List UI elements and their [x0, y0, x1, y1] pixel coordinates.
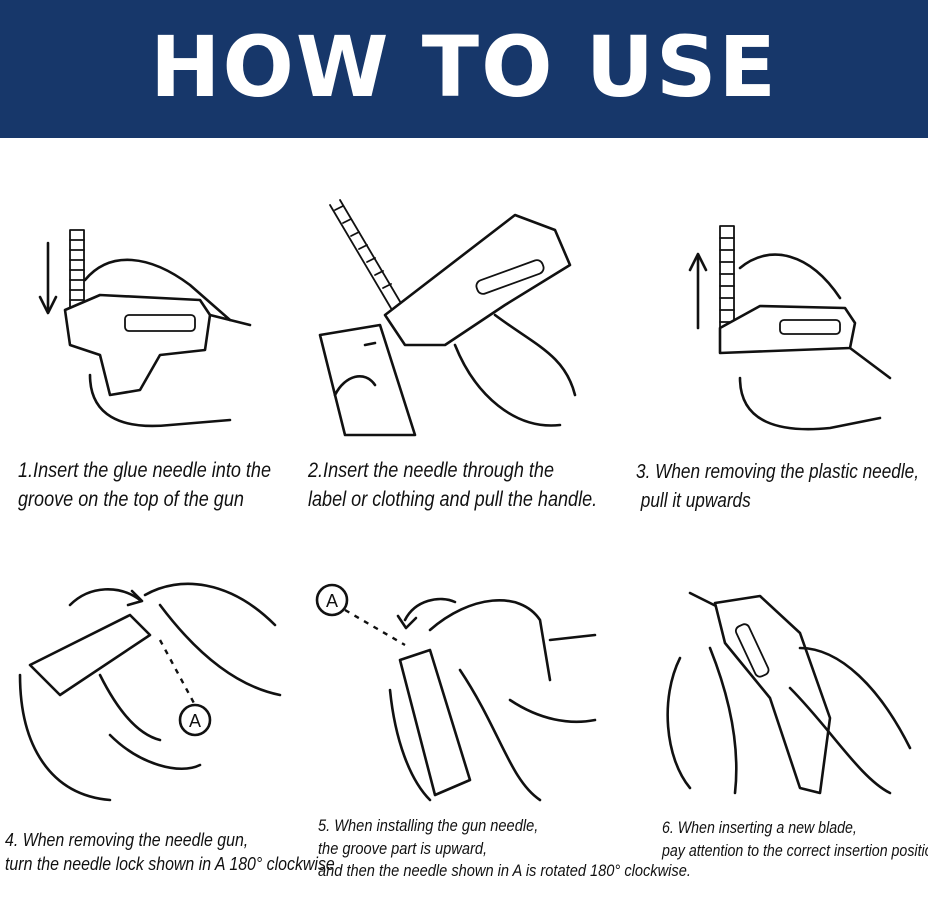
gun-needle-install-illustration: A	[315, 583, 597, 802]
step-5-line-3: and then the needle shown in A is rotate…	[318, 861, 691, 880]
step-3-line-2: pull it upwards	[636, 490, 751, 512]
step-1-caption: 1.Insert the glue needle into the groove…	[18, 456, 271, 514]
step-3-illustration	[680, 218, 900, 438]
needle-lock-rotate-illustration: A	[18, 582, 282, 802]
step-1-illustration	[30, 215, 270, 440]
step-6-line-2: pay attention to the correct insertion p…	[662, 841, 928, 860]
blade-insert-illustration	[666, 591, 912, 795]
step-6-line-1: 6. When inserting a new blade,	[662, 819, 857, 837]
tag-gun-pierce-label-illustration	[318, 199, 577, 437]
step-2-caption: 2.Insert the needle through the label or…	[308, 456, 597, 514]
step-5-caption: 5. When installing the gun needle, the g…	[318, 815, 691, 883]
marker-a: A	[189, 711, 201, 731]
step-5-line-2: the groove part is upward,	[318, 838, 488, 858]
page-title: HOW TO USE	[150, 18, 778, 116]
svg-text:A: A	[326, 591, 338, 611]
step-1-line-1: 1.Insert the glue needle into the	[18, 459, 272, 482]
tag-gun-remove-needle-illustration	[688, 225, 892, 431]
step-5-line-1: 5. When installing the gun needle,	[318, 816, 539, 835]
step-5-illustration: A	[310, 580, 600, 805]
step-3-caption: 3. When removing the plastic needle, pul…	[636, 458, 919, 516]
step-3-line-1: 3. When removing the plastic needle,	[636, 461, 920, 483]
step-6-caption: 6. When inserting a new blade, pay atten…	[662, 817, 928, 862]
header-banner: HOW TO USE	[0, 0, 928, 138]
step-2-illustration	[305, 195, 585, 440]
step-2-line-1: 2.Insert the needle through the	[308, 459, 555, 482]
step-2-line-2: label or clothing and pull the handle.	[308, 488, 598, 511]
step-6-illustration	[650, 588, 920, 803]
step-4-caption: 4. When removing the needle gun, turn th…	[5, 828, 335, 876]
step-1-line-2: groove on the top of the gun	[18, 488, 244, 511]
step-4-line-2: turn the needle lock shown in A 180° clo…	[5, 853, 335, 874]
step-4-line-1: 4. When removing the needle gun,	[5, 829, 249, 850]
tag-gun-needle-insert-illustration	[38, 229, 252, 428]
step-4-illustration: A	[10, 565, 300, 805]
